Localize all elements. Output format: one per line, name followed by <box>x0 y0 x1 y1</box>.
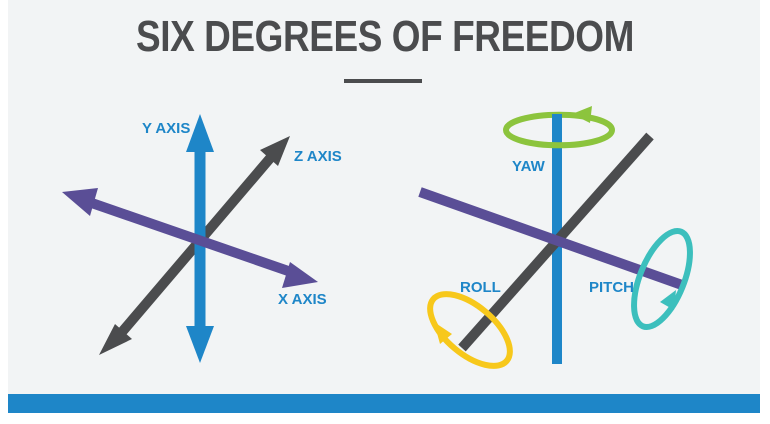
yaw-arrow-head <box>572 106 592 123</box>
right-rotation-diagram: YAW ROLL PITCH <box>418 106 693 369</box>
title-underline <box>344 79 422 83</box>
x-axis-arrow <box>62 188 318 288</box>
roll-arrow-head <box>434 322 452 344</box>
background-panel <box>8 0 760 394</box>
z-axis-label: Z AXIS <box>294 148 342 165</box>
roll-label: ROLL <box>460 279 501 296</box>
footer-bar <box>8 394 760 413</box>
pitch-axis-bar <box>418 187 684 290</box>
yaw-ring-front <box>503 129 615 149</box>
pitch-ring <box>631 228 693 330</box>
left-axes-diagram: Y AXIS Z AXIS X AXIS <box>62 114 342 363</box>
yaw-label: YAW <box>512 158 546 175</box>
pitch-arrow-head <box>660 290 676 310</box>
roll-ring <box>427 291 513 369</box>
y-axis-label: Y AXIS <box>142 120 190 137</box>
page-title: SIX DEGREES OF FREEDOM <box>135 12 635 61</box>
x-axis-label: X AXIS <box>278 291 327 308</box>
pitch-label: PITCH <box>589 279 634 296</box>
